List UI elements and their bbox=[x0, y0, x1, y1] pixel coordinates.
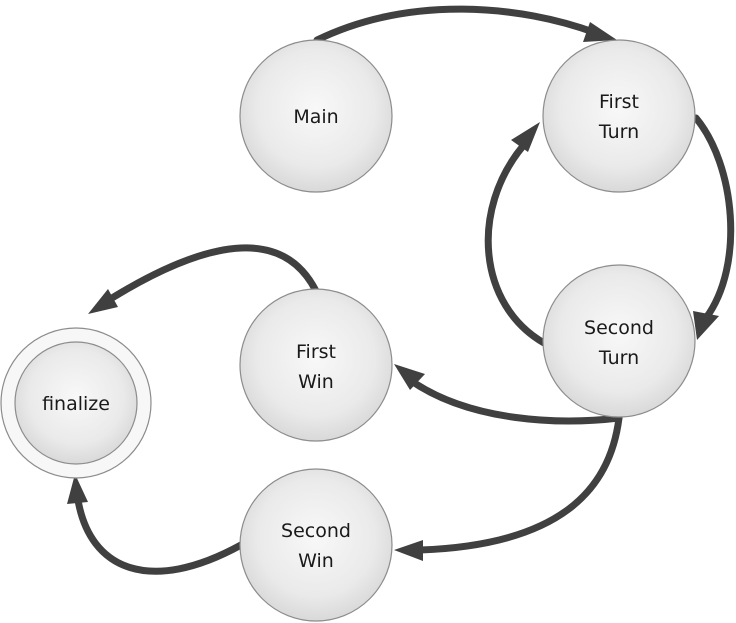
edge-second-turn-to-first-win bbox=[406, 376, 623, 425]
node-first-win-circle bbox=[239, 288, 393, 442]
node-second-win-label-line2: Win bbox=[298, 550, 334, 572]
node-first-turn-circle bbox=[542, 39, 696, 193]
arrowhead-second-turn-to-first-win bbox=[394, 364, 425, 390]
node-first-turn-label-line1: First bbox=[599, 91, 639, 113]
node-second-win-label-line1: Second bbox=[281, 520, 351, 542]
arrowhead-second-win-to-finalize bbox=[67, 474, 88, 504]
node-finalize[interactable]: finalize bbox=[0, 327, 152, 479]
node-finalize-inner-circle bbox=[14, 341, 138, 465]
node-first-turn[interactable]: First Turn bbox=[542, 39, 696, 193]
edge-second-turn-to-first-turn bbox=[484, 142, 548, 347]
node-first-win-label-line2: Win bbox=[298, 371, 334, 393]
node-main[interactable]: Main bbox=[239, 39, 393, 193]
edge-first-turn-to-second-turn bbox=[692, 114, 735, 322]
node-main-circle bbox=[239, 39, 393, 193]
node-second-win[interactable]: Second Win bbox=[239, 468, 393, 622]
nodes-layer: Main First Turn Second Turn First Win Se… bbox=[0, 39, 696, 622]
edges-layer bbox=[67, 5, 735, 575]
node-first-win-label-line1: First bbox=[296, 341, 336, 363]
node-second-turn-circle bbox=[542, 264, 696, 418]
edge-second-win-to-finalize bbox=[74, 496, 245, 575]
node-first-win[interactable]: First Win bbox=[239, 288, 393, 442]
node-second-turn-label-line2: Turn bbox=[598, 347, 639, 369]
arrowhead-first-turn-to-second-turn bbox=[693, 311, 719, 340]
arrowhead-second-turn-to-second-win bbox=[394, 540, 423, 561]
node-second-win-circle bbox=[239, 468, 393, 622]
node-second-turn[interactable]: Second Turn bbox=[542, 264, 696, 418]
node-first-turn-label-line2: Turn bbox=[598, 121, 639, 143]
arrowhead-first-win-to-finalize bbox=[88, 289, 118, 314]
node-second-turn-label-line1: Second bbox=[584, 317, 654, 339]
edge-second-turn-to-second-win bbox=[416, 414, 623, 554]
node-main-label: Main bbox=[293, 106, 338, 128]
arrowhead-second-turn-to-first-turn bbox=[511, 122, 540, 152]
arrowhead-main-to-first-turn bbox=[583, 22, 617, 42]
edge-first-win-to-finalize bbox=[108, 244, 320, 302]
edge-main-to-first-turn bbox=[313, 5, 600, 44]
node-finalize-label: finalize bbox=[42, 393, 110, 415]
